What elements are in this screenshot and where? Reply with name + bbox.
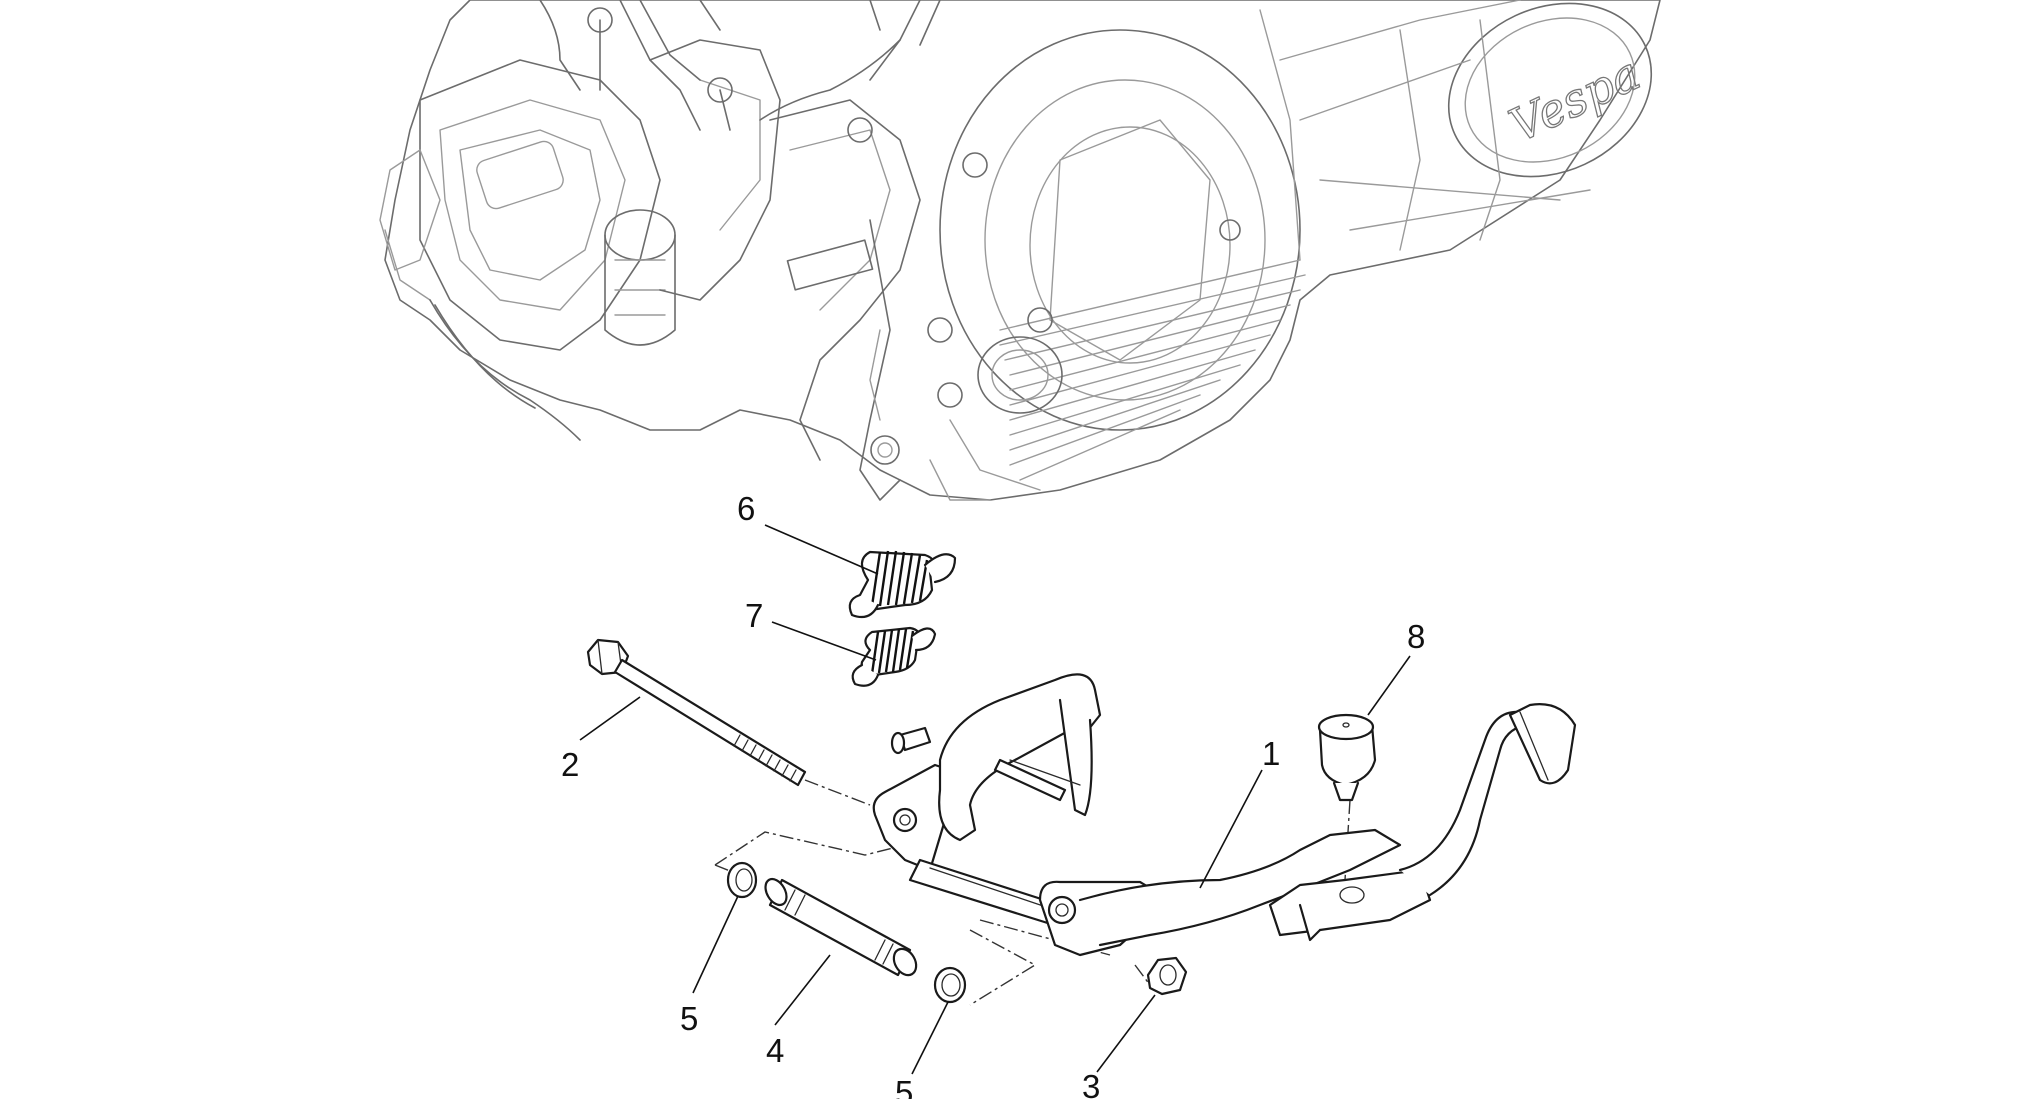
callout-7: 7 <box>745 597 763 634</box>
callout-2: 2 <box>561 746 579 783</box>
callout-labels: 6 7 2 1 8 5 4 5 3 <box>561 490 1425 1099</box>
long-bolt <box>586 638 807 787</box>
engine-assembly: Vespa <box>379 0 1661 501</box>
center-stand <box>872 673 1577 957</box>
callout-4: 4 <box>766 1032 784 1069</box>
spring-small <box>851 626 937 687</box>
callout-5-left: 5 <box>680 1000 698 1037</box>
spring-large <box>848 550 957 619</box>
rubber-buffer <box>1317 713 1377 802</box>
washer-right <box>933 966 967 1004</box>
callout-5-right: 5 <box>895 1074 913 1099</box>
leader-lines <box>579 524 1411 1075</box>
pivot-pin <box>764 877 918 977</box>
washer-left <box>726 861 758 899</box>
callout-3: 3 <box>1082 1068 1100 1099</box>
callout-8: 8 <box>1407 618 1425 655</box>
callout-1: 1 <box>1262 735 1280 772</box>
vespa-logo: Vespa <box>1501 46 1648 153</box>
callout-6: 6 <box>737 490 755 527</box>
nut <box>1146 956 1188 996</box>
